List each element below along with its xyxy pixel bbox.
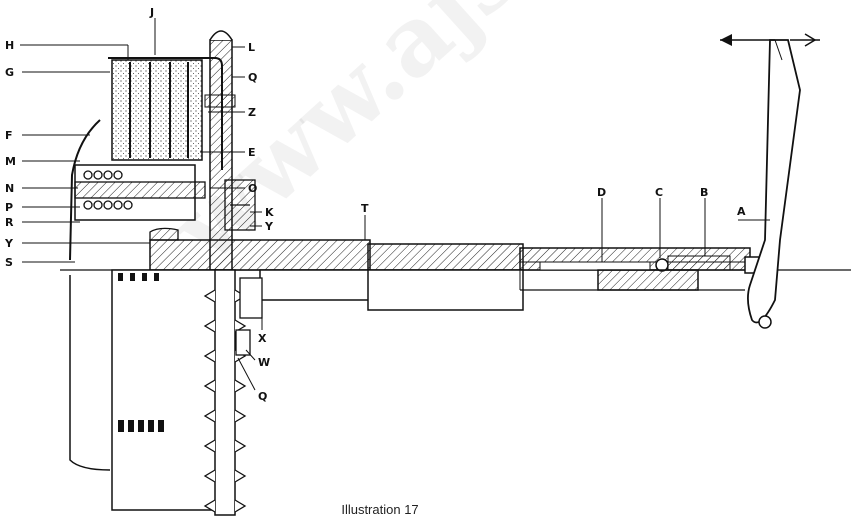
shaft-upper-mid — [367, 243, 524, 271]
clutch-lever — [747, 39, 801, 324]
spacer-X — [239, 277, 263, 319]
label-X: X — [258, 332, 267, 345]
label-N: N — [5, 182, 14, 195]
ball-C — [655, 258, 669, 272]
label-W: W — [258, 356, 270, 369]
label-C: C — [655, 186, 663, 199]
lever-pivot — [758, 315, 772, 329]
figure-caption: Illustration 17 — [341, 502, 419, 517]
label-P: P — [5, 201, 13, 214]
leader-lines — [20, 18, 770, 391]
sprocket-lower — [214, 269, 236, 516]
case-outline — [69, 275, 111, 471]
arrow-left-head — [720, 34, 732, 46]
shaft-lower-right — [597, 269, 699, 291]
shaft-lower — [259, 269, 371, 301]
label-Y-left: Y — [4, 237, 14, 250]
label-O: O — [248, 182, 257, 195]
label-G: G — [5, 66, 14, 79]
hub-Q — [204, 94, 236, 108]
sprocket-top-teeth — [209, 30, 233, 41]
label-A: A — [737, 205, 746, 218]
rollers-bottom — [118, 420, 164, 432]
push-rod-D — [539, 261, 651, 271]
label-Y-right: Y — [264, 220, 274, 233]
boss-V — [149, 227, 179, 241]
label-Q-bottom: Q — [258, 390, 267, 403]
label-J: J — [149, 6, 154, 19]
label-S: S — [5, 256, 13, 269]
adjuster-B — [667, 255, 731, 271]
hub-N — [74, 181, 206, 199]
label-L: L — [248, 41, 255, 54]
label-D: D — [597, 186, 606, 199]
cover-F — [69, 119, 101, 261]
label-H: H — [5, 39, 14, 52]
label-M: M — [5, 155, 16, 168]
arrow-right-tail — [804, 33, 817, 47]
sprocket-plate — [209, 39, 233, 271]
label-T: T — [361, 202, 369, 215]
shaft-lower-mid — [367, 269, 524, 311]
label-B: B — [700, 186, 708, 199]
label-Q-top: Q — [248, 71, 257, 84]
washer-W — [235, 329, 251, 356]
shaft-upper — [149, 239, 371, 271]
rollers-top — [118, 273, 159, 281]
springs — [83, 170, 133, 210]
label-F: F — [5, 129, 13, 142]
lower-drum — [111, 269, 218, 511]
label-Z: Z — [248, 106, 256, 119]
label-K: K — [265, 206, 274, 219]
label-E: E — [248, 146, 256, 159]
label-R: R — [5, 216, 14, 229]
